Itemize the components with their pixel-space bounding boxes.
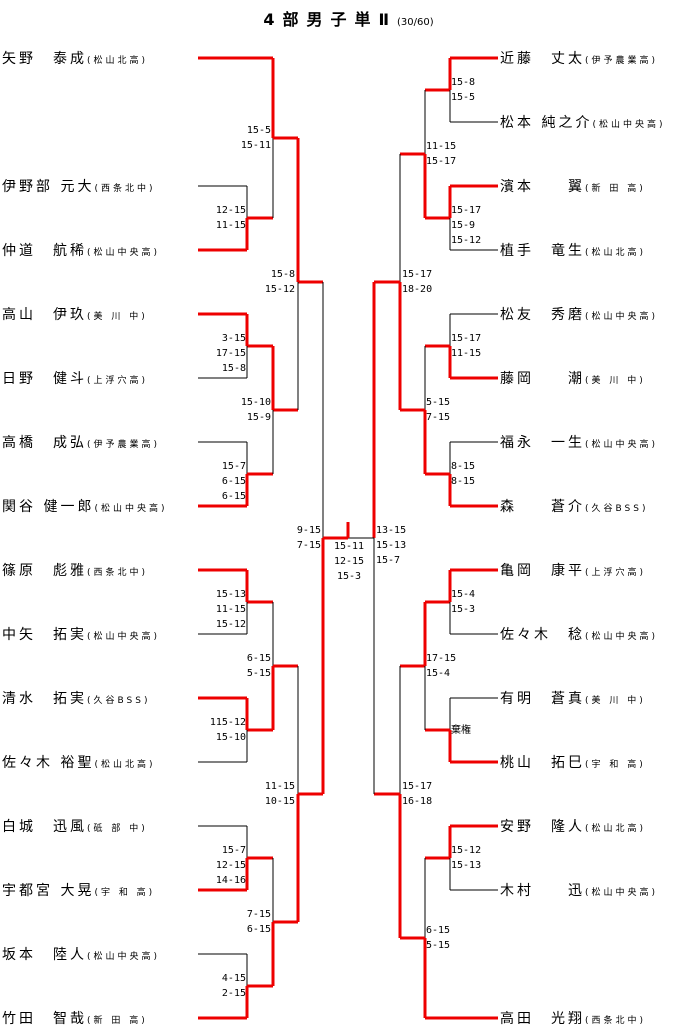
player-left: 白城 迅風(砥 部 中) [2, 819, 148, 835]
match-score: 12-15 11-15 [215, 205, 246, 231]
match-score: 15-17 16-18 [402, 781, 433, 807]
player-right: 佐々木 稔(松山中央高) [500, 627, 659, 643]
match-score: 115-12 15-10 [209, 717, 246, 743]
match-score: 4-15 2-15 [221, 973, 246, 999]
player-left: 宇都宮 大晃(宇 和 高) [2, 883, 156, 899]
match-score: 9-15 7-15 [296, 525, 321, 551]
match-score: 13-15 15-13 15-7 [376, 525, 407, 566]
match-score: 5-15 7-15 [426, 397, 451, 423]
player-left: 伊野部 元大(西条北中) [2, 179, 156, 195]
match-score: 15-17 15-9 15-12 [451, 205, 482, 246]
match-score: 15-4 15-3 [451, 589, 476, 615]
match-score: 15-17 18-20 [402, 269, 433, 295]
player-left: 仲道 航稀(松山中央高) [2, 243, 161, 259]
player-left: 竹田 智哉(新 田 高) [2, 1011, 148, 1027]
title-main: 4部男子単Ⅱ [263, 10, 398, 29]
match-score: 棄権 [451, 725, 471, 736]
player-right: 有明 蒼真(美 川 中) [500, 691, 646, 707]
match-score: 11-15 10-15 [264, 781, 295, 807]
match-score: 8-15 8-15 [451, 461, 476, 487]
player-left: 矢野 泰成(松山北高) [2, 51, 149, 67]
match-score: 6-15 5-15 [426, 925, 451, 951]
match-score: 15-13 11-15 15-12 [215, 589, 246, 630]
match-score: 15-17 11-15 [451, 333, 482, 359]
player-left: 清水 拓実(久谷BSS) [2, 691, 151, 707]
player-right: 濱本 翼(新 田 高) [500, 179, 646, 195]
player-left: 高山 伊玖(美 川 中) [2, 307, 148, 323]
player-right: 桃山 拓巳(宇 和 高) [500, 755, 646, 771]
title-sub: (30/60) [397, 17, 434, 28]
final-score: 15-11 12-15 15-3 [333, 541, 365, 582]
player-right: 福永 一生(松山中央高) [500, 435, 659, 451]
player-right: 藤岡 潮(美 川 中) [500, 371, 646, 387]
match-score: 15-10 15-9 [240, 397, 271, 423]
match-score: 15-8 15-12 [264, 269, 295, 295]
player-right: 安野 隆人(松山北高) [500, 819, 647, 835]
player-left: 日野 健斗(上浮穴高) [2, 371, 149, 387]
player-left: 関谷 健一郎(松山中央高) [2, 499, 168, 515]
match-score: 3-15 17-15 15-8 [215, 333, 246, 374]
match-score: 15-7 6-15 6-15 [221, 461, 246, 502]
player-right: 木村 迅(松山中央高) [500, 883, 659, 899]
match-score: 15-12 15-13 [451, 845, 482, 871]
player-right: 松友 秀磨(松山中央高) [500, 307, 659, 323]
player-left: 高橋 成弘(伊予農業高) [2, 435, 161, 451]
match-score: 6-15 5-15 [246, 653, 271, 679]
player-right: 森 蒼介(久谷BSS) [500, 499, 649, 515]
player-right: 亀岡 康平(上浮穴高) [500, 563, 647, 579]
player-left: 篠原 彪雅(西条北中) [2, 563, 149, 579]
player-right: 植手 竜生(松山北高) [500, 243, 647, 259]
match-score: 15-7 12-15 14-16 [215, 845, 246, 886]
player-right: 松本 純之介(松山中央高) [500, 115, 666, 131]
player-right: 高田 光翔(西条北中) [500, 1011, 647, 1027]
player-left: 坂本 陸人(松山中央高) [2, 947, 161, 963]
player-left: 佐々木 裕聖(松山北高) [2, 755, 156, 771]
player-right: 近藤 丈太(伊予農業高) [500, 51, 659, 67]
match-score: 11-15 15-17 [426, 141, 457, 167]
match-score: 15-8 15-5 [451, 77, 476, 103]
player-left: 中矢 拓実(松山中央高) [2, 627, 161, 643]
match-score: 17-15 15-4 [426, 653, 457, 679]
page-title: 4部男子単Ⅱ(30/60) [0, 6, 697, 30]
match-score: 7-15 6-15 [246, 909, 271, 935]
match-score: 15-5 15-11 [240, 125, 271, 151]
